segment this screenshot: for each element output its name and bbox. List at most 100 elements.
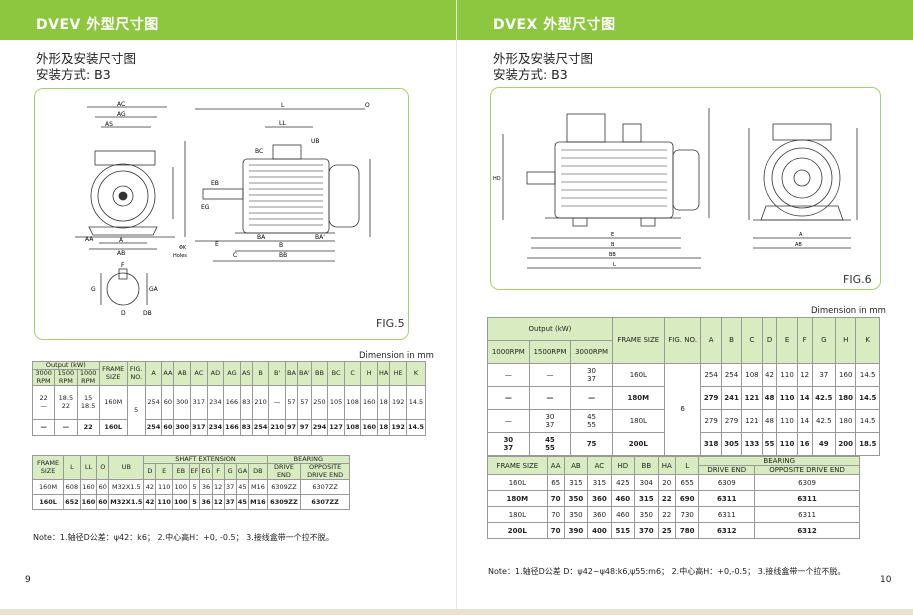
cell-value: 160L xyxy=(487,474,548,492)
cell-value: — xyxy=(268,385,286,421)
th-rpm: 3000RPM xyxy=(570,340,613,364)
cell-value: 317 xyxy=(190,419,208,437)
left-page-number: 9 xyxy=(25,575,31,585)
cell-value: 57 xyxy=(284,385,299,421)
cell-value: 160 xyxy=(360,419,379,437)
th-bearing-sub: DRIVE END xyxy=(266,463,302,481)
dim-e: E xyxy=(215,241,219,248)
th-col: B xyxy=(251,360,270,387)
cell-value: 108 xyxy=(343,419,362,437)
th-rpm: 1000 RPM xyxy=(76,369,100,387)
th-col: AC xyxy=(587,455,612,476)
th-col: K xyxy=(405,360,427,387)
cell-value: 110 xyxy=(776,409,798,433)
cell-value: 360 xyxy=(587,490,612,508)
cell-value: 350 xyxy=(563,490,589,508)
bottom-decor-bar xyxy=(0,609,913,615)
th-col: HE xyxy=(389,360,407,387)
cell-value: 180M xyxy=(487,490,548,508)
th-shaft: EF xyxy=(188,463,201,481)
cell-frame: 160L xyxy=(611,363,665,387)
dim-b: B xyxy=(279,242,283,249)
dim-l: L xyxy=(281,102,285,109)
cell-value: 57 xyxy=(297,385,312,421)
cell-value: 70 xyxy=(546,506,565,524)
cell-value: 18 xyxy=(377,419,391,437)
cell-value: 192 xyxy=(389,419,407,437)
cell-value: 690 xyxy=(674,490,700,508)
th-col: A xyxy=(144,360,163,387)
cell-value: 730 xyxy=(674,506,700,524)
th-col: AA xyxy=(161,360,175,387)
cell-value: 6311 xyxy=(754,490,860,508)
cell-value: 18.5 xyxy=(855,432,880,456)
left-subtitle-line1: 外形及安装尺寸图 xyxy=(36,51,137,66)
cell-value: 515 xyxy=(610,522,636,540)
cell-value: 460 xyxy=(610,506,636,524)
page-divider xyxy=(456,0,457,615)
th-l: L xyxy=(63,454,81,481)
dim-db: DB xyxy=(143,310,152,317)
cell-value: 241 xyxy=(720,386,743,410)
dim-hd: HD xyxy=(493,176,501,182)
cell-value: M16 xyxy=(248,494,268,511)
th-col: AB xyxy=(563,455,589,476)
dim-bb: BB xyxy=(609,252,616,258)
right-header-bar: DVEX 外型尺寸图 xyxy=(457,0,913,40)
dim-f: F xyxy=(121,262,125,269)
th-rpm: 1500 RPM xyxy=(54,369,78,387)
cell-value: 6309ZZ xyxy=(266,494,302,511)
dim-o: O xyxy=(365,102,370,109)
th-col: BB xyxy=(310,360,329,387)
left-motor-drawing: AC AG AS A AB AA ΦK Holes F G GA D DB L … xyxy=(75,101,371,317)
cell-value: 42.5 xyxy=(811,409,837,433)
th-shaft-extension: SHAFT EXTENSION xyxy=(143,454,268,465)
dim-d: D xyxy=(121,310,126,317)
dim-e: E xyxy=(611,232,614,238)
cell-value: 12 xyxy=(211,494,225,511)
th-fig: FIG. NO. xyxy=(663,317,702,364)
dim-b: B xyxy=(611,242,615,248)
left-note: Note：1.轴径D公差：ψ42：k6； 2.中心高H：+0, -0.5； 3.… xyxy=(33,533,334,542)
motor-body-side xyxy=(554,141,674,219)
cell-value: 20 xyxy=(657,474,676,492)
th-col: HA xyxy=(377,360,391,387)
cell-value: 97 xyxy=(284,419,299,437)
terminal-box-front xyxy=(94,150,156,166)
dim-bb: BB xyxy=(279,252,287,259)
cell-value: 210 xyxy=(251,385,270,421)
cell-value: 110 xyxy=(776,386,798,410)
cell-value: 300 xyxy=(173,385,192,421)
cell-value: 234 xyxy=(206,385,225,421)
left-subtitle: 外形及安装尺寸图 安装方式: B3 xyxy=(36,51,136,83)
cell-value: 350 xyxy=(563,506,589,524)
cell-value: 48 xyxy=(761,386,778,410)
right-note: Note：1.轴径D公差 D：ψ42~ψ48:k6,ψ55:m6； 2.中心高H… xyxy=(488,567,846,576)
cell-frame: 180L xyxy=(611,409,665,433)
cell-value: 250 xyxy=(310,385,329,421)
cell-value: 210 xyxy=(268,419,286,437)
dim-ac: AC xyxy=(117,101,125,108)
dim-a: A xyxy=(119,237,124,244)
cell-value: 121 xyxy=(741,386,763,410)
right-table1: Output (kW) FRAME SIZE FIG. NO. A B C D … xyxy=(487,317,880,456)
cell-value: 70 xyxy=(546,522,565,540)
cell-value: 36 xyxy=(199,494,213,511)
left-table2: FRAME SIZE L LL O UB SHAFT EXTENSION BEA… xyxy=(31,454,351,511)
cell-value: 37 xyxy=(223,494,237,511)
left-subtitle-line2: 安装方式: B3 xyxy=(36,67,111,82)
cell-value: 100 xyxy=(171,494,190,511)
cell-value: 370 xyxy=(634,522,659,540)
cell-value: M32X1.5 xyxy=(108,494,145,511)
dim-ub: UB xyxy=(311,138,320,145)
th-frame: FRAME SIZE xyxy=(611,317,665,364)
